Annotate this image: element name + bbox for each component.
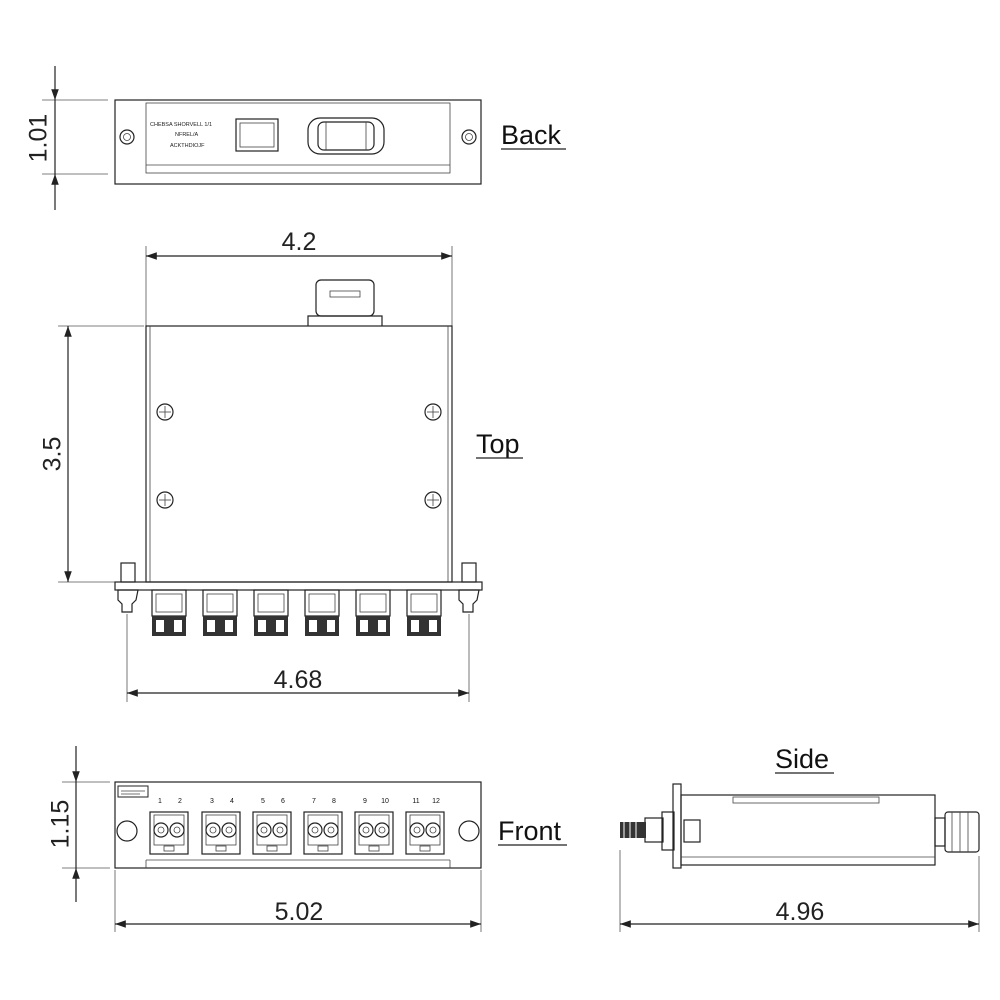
back-label-line-2: NFREL/A: [175, 132, 199, 138]
front-width-dimension: 5.02: [275, 898, 324, 926]
side-view: Side 4.96: [619, 744, 980, 932]
side-view-label: Side: [775, 744, 829, 774]
back-label-line-3: ACKTHDIOJF: [170, 143, 205, 149]
screw-icon: [156, 403, 442, 509]
port-number: 11: [412, 798, 419, 805]
front-view: 1.15 1 2 3 4 5 6 7 8 9 10 11 12: [47, 746, 567, 932]
back-view: 1.01 CHEBSA SHORVELL 1/1 NFREL/A ACKTHDI…: [25, 66, 566, 210]
port-number: 10: [381, 798, 389, 805]
port-number: 1: [158, 798, 162, 805]
back-view-label: Back: [501, 120, 562, 150]
lc-connector-row: [151, 589, 442, 636]
top-view-label: Top: [476, 429, 520, 459]
port-number: 3: [210, 798, 214, 805]
back-height-dimension: 1.01: [25, 114, 53, 163]
top-width-dimension: 4.2: [282, 228, 317, 256]
front-height-dimension: 1.15: [47, 800, 75, 849]
port-number: 9: [363, 798, 367, 805]
front-view-label: Front: [498, 816, 562, 846]
port-number: 12: [432, 798, 440, 805]
top-view: 4.2 3.5: [39, 228, 523, 702]
top-flange-dimension: 4.68: [274, 666, 323, 694]
port-number: 8: [332, 798, 336, 805]
port-number: 4: [230, 798, 234, 805]
back-label-line-1: CHEBSA SHORVELL 1/1: [150, 122, 212, 128]
port-number: 2: [178, 798, 182, 805]
port-number: 6: [281, 798, 285, 805]
side-length-dimension: 4.96: [776, 898, 825, 926]
top-depth-dimension: 3.5: [39, 437, 67, 472]
duplex-port-row: [149, 811, 445, 855]
port-number: 5: [261, 798, 265, 805]
port-number: 7: [312, 798, 316, 805]
